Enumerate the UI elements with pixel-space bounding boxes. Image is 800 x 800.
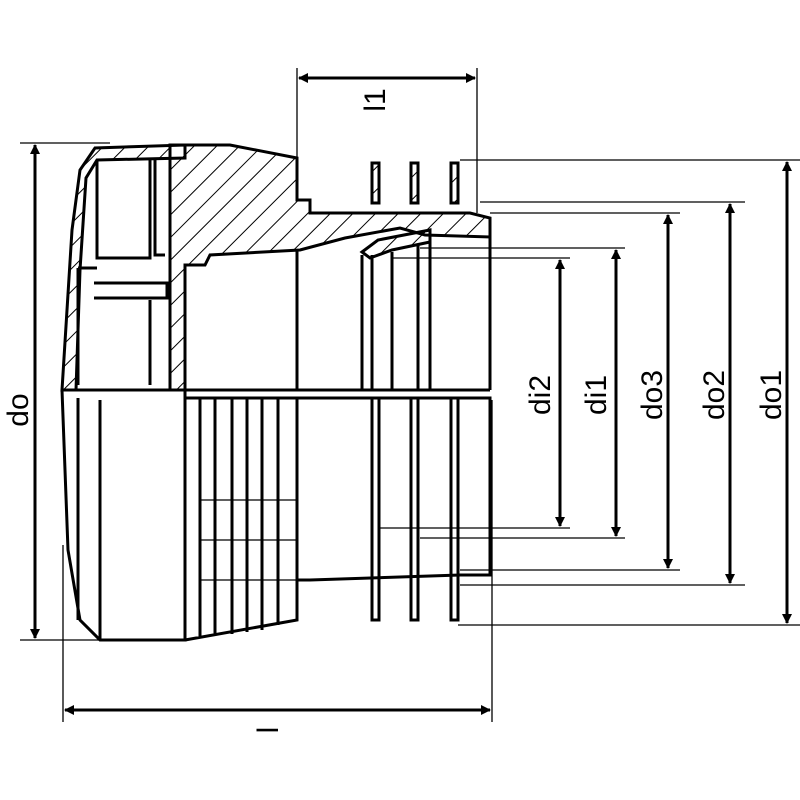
- section-view: [60, 143, 492, 392]
- label-do: do: [2, 393, 35, 426]
- label-do2: do2: [698, 370, 731, 420]
- fin-lower-3: [449, 396, 460, 622]
- exterior-view: [60, 389, 492, 642]
- fin-lower-2: [409, 396, 420, 622]
- label-di1: di1: [580, 375, 613, 415]
- dimension-arrows: [30, 73, 792, 715]
- label-di2: di2: [524, 375, 557, 415]
- label-l: l: [252, 727, 285, 734]
- label-do1: do1: [755, 370, 788, 420]
- dimension-labels: do l1 l di2 di1 do3 do2 do1: [2, 88, 788, 733]
- label-do3: do3: [636, 370, 669, 420]
- fin-3: [449, 161, 460, 205]
- fin-lower-1: [370, 396, 381, 622]
- fin-2: [409, 161, 420, 205]
- extension-lines: [20, 68, 800, 722]
- main-body: [168, 143, 492, 392]
- label-l1: l1: [359, 88, 392, 111]
- fin-1: [370, 161, 381, 205]
